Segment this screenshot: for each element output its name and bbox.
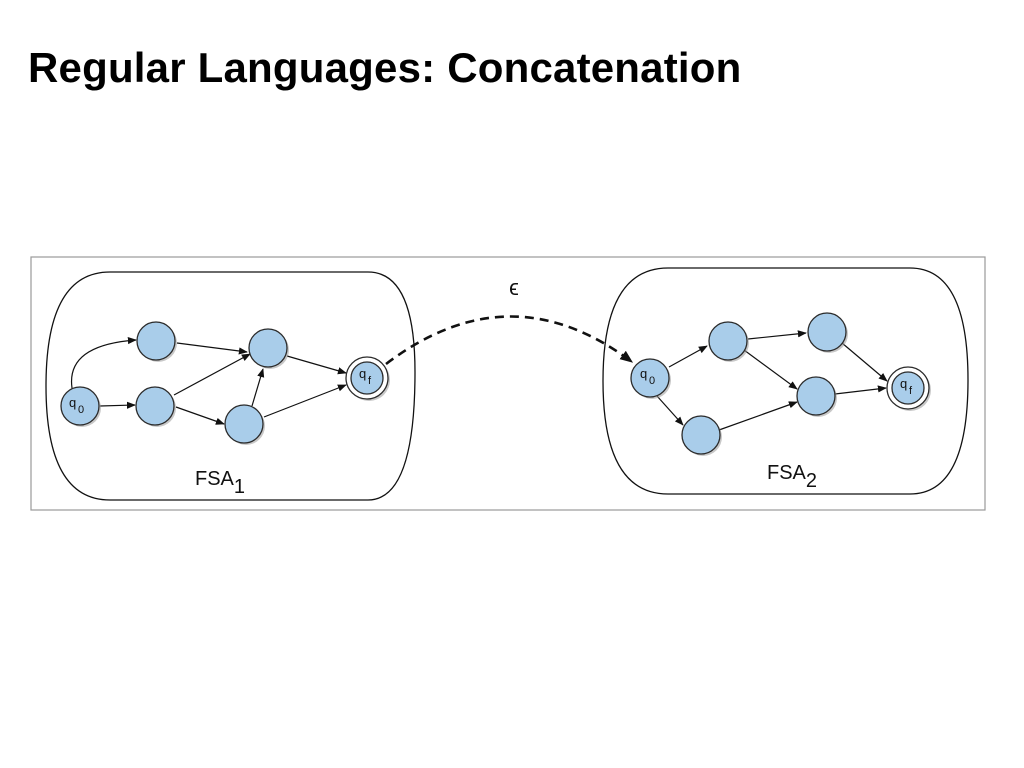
edge-c2-qf2 [841,342,888,382]
edge-q0-b2 [656,395,684,426]
edge-b2-d2 [718,401,798,431]
fsa1-label: FSA1 [195,468,245,498]
edge-b-c [173,353,251,396]
state-a2 [708,321,749,362]
svg-text:q: q [900,376,907,391]
edge-q0-a [70,336,137,389]
edge-q0-b [99,401,136,409]
svg-text:q: q [359,366,366,381]
fsa2-states: q 0 q f [630,312,931,456]
epsilon-label: ϵ [509,275,519,300]
edge-a-c [176,342,248,355]
svg-text:f: f [368,375,372,387]
state-q0: q 0 [60,386,101,427]
edge-a2-d2 [743,349,798,390]
state-q0-2: q 0 [630,358,671,399]
fsa2-edges [656,330,888,431]
state-b2 [681,415,722,456]
epsilon-transition [385,315,634,366]
fsa2-label: FSA2 [767,462,817,492]
state-b [135,386,176,427]
fsa1-edges [70,336,347,425]
edge-d-c [251,368,265,407]
state-d2 [796,376,837,417]
svg-text:0: 0 [649,375,655,387]
state-c2 [807,312,848,353]
state-qf: q f [345,356,390,401]
state-d [224,404,265,445]
slide-title: Regular Languages: Concatenation [28,44,742,91]
fsa1-states: q 0 q f [60,321,390,445]
state-qf-2: q f [886,366,931,411]
svg-text:0: 0 [78,404,84,416]
edge-c-qf [286,355,347,375]
svg-text:q: q [640,366,647,381]
fsa1-box [45,271,416,501]
svg-text:f: f [909,385,913,397]
edge-a2-c2 [747,330,807,340]
edge-q0-a2 [668,345,708,368]
state-a [136,321,177,362]
edge-d-qf [263,384,347,418]
state-c [248,328,289,369]
edge-d2-qf2 [834,385,887,395]
svg-text:q: q [69,395,76,410]
edge-b-d [175,406,225,425]
